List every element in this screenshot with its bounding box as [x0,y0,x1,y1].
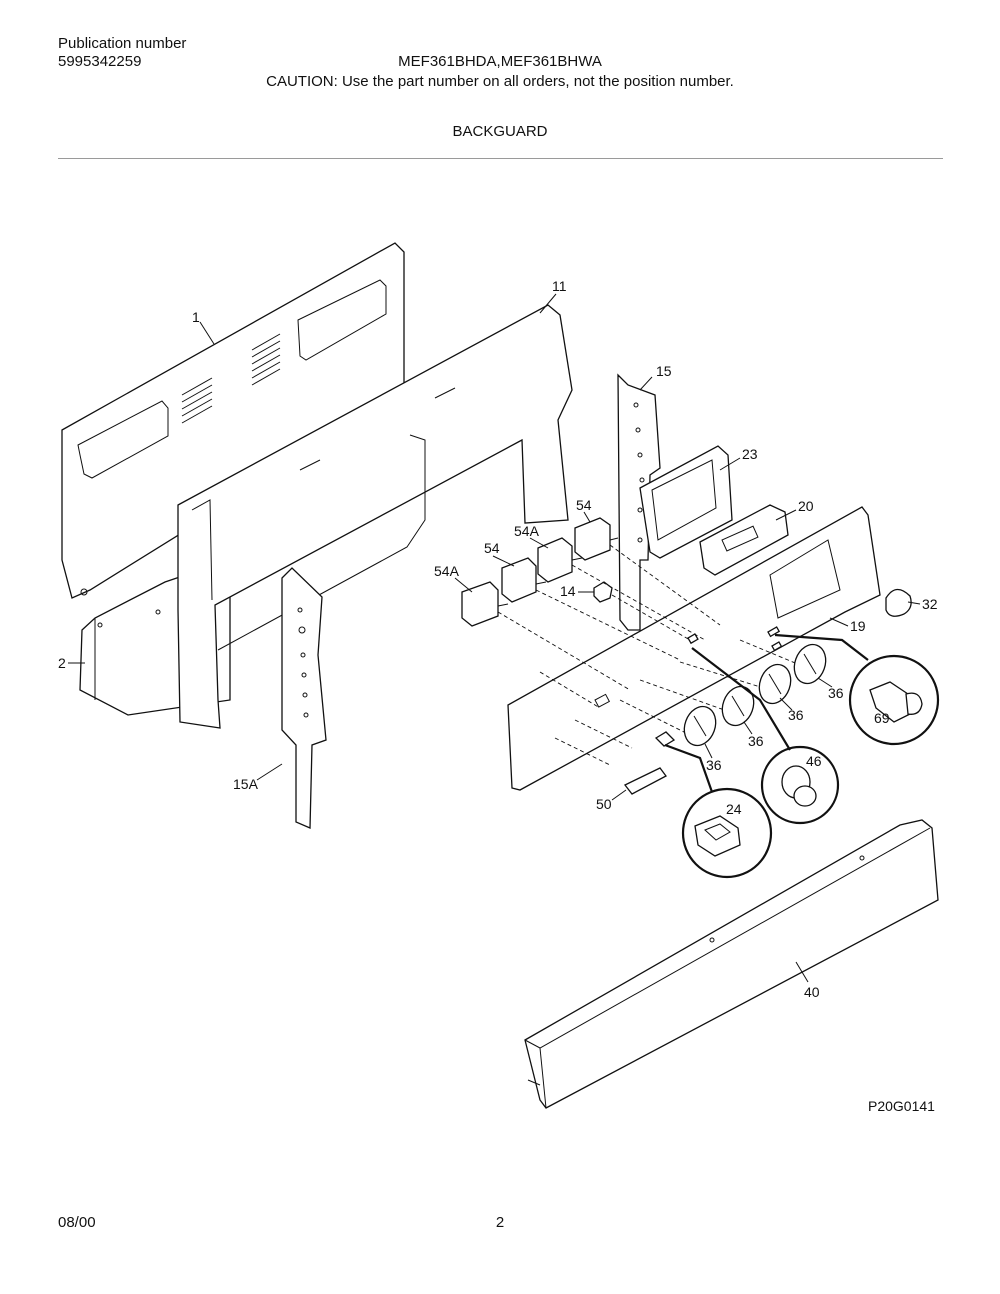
callout-40: 40 [804,984,820,1000]
callout-14: 14 [560,583,576,599]
callout-15a: 15A [233,776,259,792]
detail-leaders [664,633,869,793]
callout-11: 11 [552,278,567,294]
callout-15: 15 [656,363,672,379]
rocker-switch-small [654,731,676,747]
callout-23: 23 [742,446,758,462]
right-side-bracket [617,373,661,631]
callout-labels: 1 2 11 15 15A 23 20 54 54A 54 54A 14 32 … [58,278,938,1000]
callout-2: 2 [58,655,66,671]
page-number: 2 [495,1214,505,1231]
callout-19: 19 [850,618,866,634]
timer-board [699,504,789,576]
model-numbers: MEF361BHDA,MEF361BHWA [398,53,602,70]
infinite-switches [461,517,619,627]
control-knobs [683,643,827,747]
fasteners [687,626,783,652]
callout-54a-lower: 54A [434,563,460,579]
callout-36-c: 36 [748,733,764,749]
callout-leaders [68,293,921,983]
callout-1: 1 [192,309,200,325]
callout-69: 69 [874,710,890,726]
header-rule [58,158,943,159]
callout-24: 24 [726,801,742,817]
left-side-bracket [281,567,327,829]
publication-number: 5995342259 [58,53,142,70]
callout-36-a: 36 [828,685,844,701]
callout-54-upper: 54 [576,497,592,513]
callout-32: 32 [922,596,938,612]
end-knob [885,588,912,617]
callout-46: 46 [806,753,822,769]
front-trim [524,819,939,1109]
display-bracket [639,445,733,559]
switch-bezel [623,767,667,795]
section-title: BACKGUARD [452,123,548,140]
detail-circles [681,654,940,879]
callout-54-lower: 54 [484,540,500,556]
drawing-id: P20G0141 [868,1098,935,1114]
callout-36-d: 36 [706,757,722,773]
callout-54a-upper: 54A [514,523,540,539]
footer-date: 08/00 [58,1214,96,1231]
assembly-lines [497,544,801,766]
indicator-light [593,581,613,603]
publication-label: Publication number [58,35,187,52]
callout-20: 20 [798,498,814,514]
backguard-frame [177,304,573,729]
callout-36-b: 36 [788,707,804,723]
callout-50: 50 [596,796,612,812]
caution-note: CAUTION: Use the part number on all orde… [266,73,734,90]
